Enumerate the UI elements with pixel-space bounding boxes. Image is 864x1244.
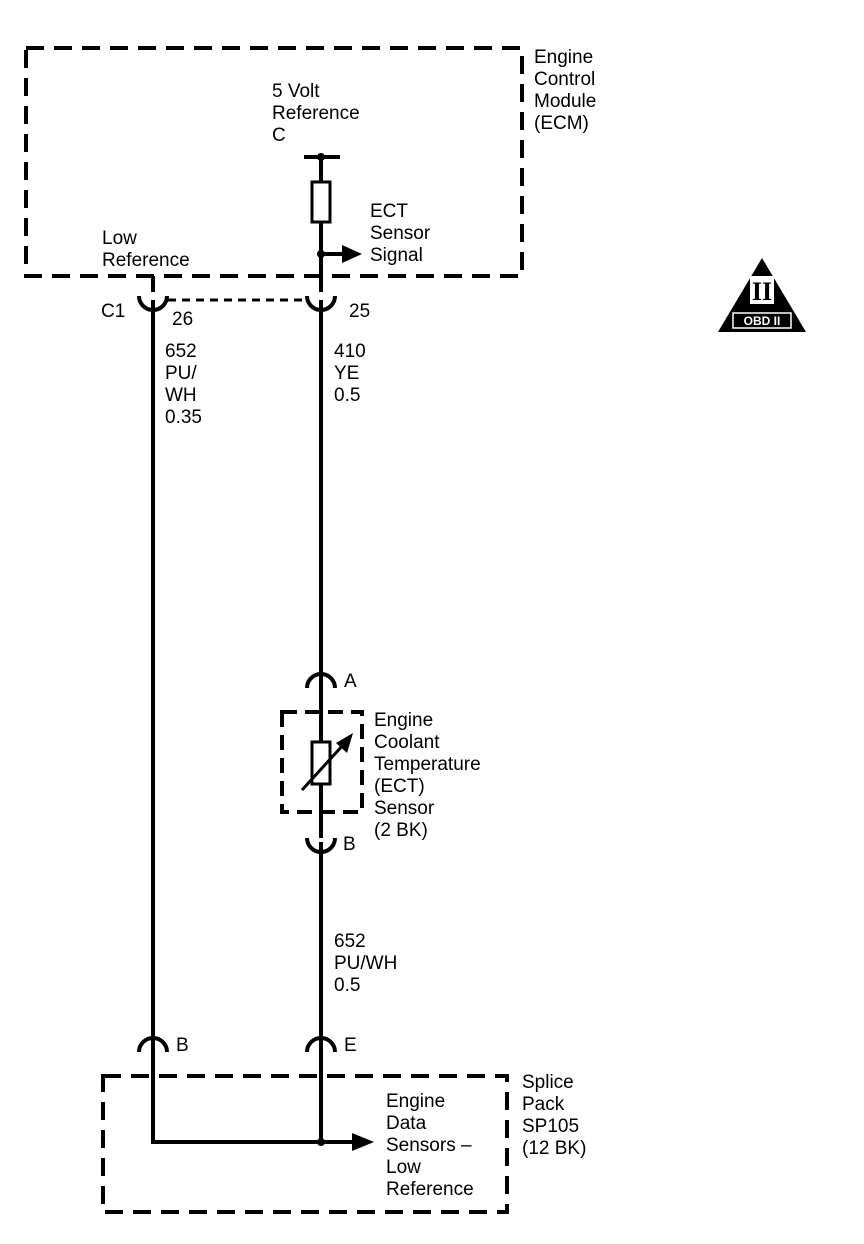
ecm-box: [24, 46, 524, 278]
pullup-resistor: [310, 180, 332, 224]
sensor-pin-b-label: B: [343, 834, 356, 855]
obd-label: OBD II: [744, 314, 781, 328]
thermistor-arrow-line: [300, 742, 346, 792]
splice-pin-b-label: B: [176, 1035, 189, 1056]
low-reference-wire-label: 652 PU/ WH 0.35: [165, 341, 202, 428]
low-reference-label: Low Reference: [102, 228, 190, 271]
obd-ii-badge: II OBD II: [718, 258, 806, 332]
pin-26-label: 26: [172, 309, 193, 330]
sensor-label: Engine Coolant Temperature (ECT) Sensor …: [374, 710, 486, 841]
obd-symbol: II: [752, 277, 772, 306]
splice-pin-e: [305, 1036, 337, 1053]
sensor-pin-a: [305, 672, 337, 689]
reference-label: 5 Volt Reference C: [272, 81, 365, 146]
ecm-label: Engine Control Module (ECM): [534, 47, 602, 134]
splice-pin-b: [137, 1036, 169, 1053]
splice-pack-box: [101, 1074, 509, 1214]
splice-arrow-head: [352, 1133, 374, 1151]
thermistor-arrow-head: [336, 733, 353, 753]
splice-destination-label: Engine Data Sensors – Low Reference: [386, 1091, 477, 1200]
obd-label-box: [732, 312, 792, 329]
splice-pin-e-label: E: [344, 1035, 357, 1056]
splice-node: [317, 1138, 325, 1146]
signal-arrow-head: [342, 245, 362, 263]
sensor-low-wire-label: 652 PU/WH 0.5: [334, 931, 403, 996]
pin-25-label: 25: [349, 301, 370, 322]
splice-pack-label: Splice Pack SP105 (12 BK): [522, 1072, 586, 1159]
obd-symbol-box: [750, 276, 774, 304]
sensor-pin-a-label: A: [344, 671, 357, 692]
signal-wire-label: 410 YE 0.5: [334, 341, 371, 406]
connector-c1-label: C1: [101, 301, 125, 322]
signal-label: ECT Sensor Signal: [370, 201, 435, 266]
